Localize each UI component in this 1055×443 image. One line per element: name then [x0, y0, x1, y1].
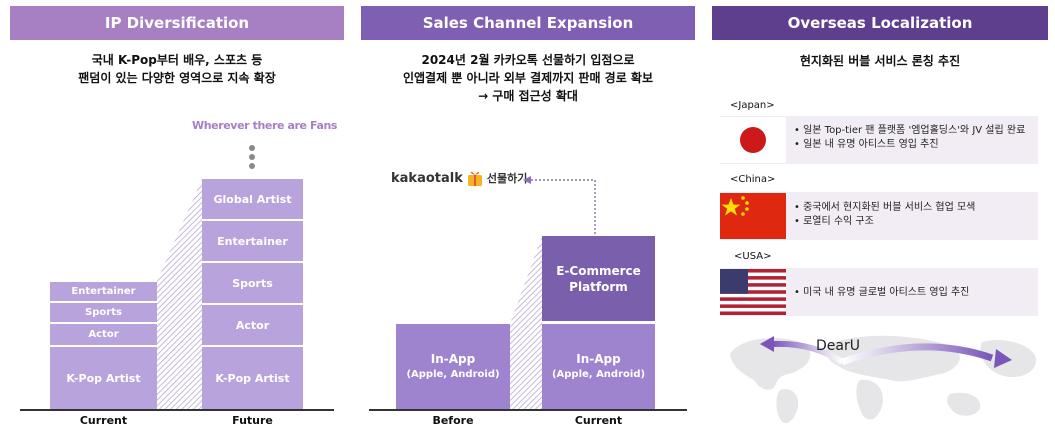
future-block-entertainer: Entertainer	[202, 221, 303, 261]
china-bullet-1: 중국에서 현지화된 버블 서비스 협업 모색	[794, 201, 975, 215]
current-block-entertainer: Entertainer	[50, 282, 157, 301]
ip-description-line1: 국내 K-Pop부터 배우, 스포츠 등	[91, 53, 263, 67]
china-flag-icon	[720, 193, 786, 239]
sales-description-line1: 2024년 2월 카카오톡 선물하기 입점으로	[421, 53, 635, 67]
connector-arrow	[523, 176, 596, 238]
ip-axis	[20, 409, 334, 411]
kakaotalk-gift-logo: kakaotalk 선물하기	[391, 169, 527, 187]
ip-x-future: Future	[232, 414, 273, 427]
future-block-sports: Sports	[202, 263, 303, 303]
usa-bullets: 미국 내 유명 글로벌 아티스트 영입 추진	[794, 286, 969, 300]
current-inapp-line2: (Apple, Android)	[551, 368, 646, 380]
current-inapp-block: In-App (Apple, Android)	[542, 324, 655, 409]
before-inapp-line2: (Apple, Android)	[406, 368, 500, 380]
ecommerce-line1: E-Commerce	[556, 263, 641, 278]
sales-description-line3: → 구매 접근성 확대	[478, 89, 578, 103]
usa-tag: <USA>	[734, 251, 772, 262]
current-block-kpop-artist: K-Pop Artist	[50, 347, 157, 409]
ip-description-line2: 팬덤이 있는 다양한 영역으로 지속 확장	[78, 71, 276, 85]
gift-icon	[467, 171, 482, 186]
china-bullets: 중국에서 현지화된 버블 서비스 협업 모색 로열티 수익 구조	[794, 201, 975, 229]
ip-x-current: Current	[79, 414, 128, 427]
overseas-localization-panel: Overseas Localization 현지화된 버블 서비스 론칭 추진 …	[712, 6, 1048, 436]
sales-x-before: Before	[432, 414, 474, 427]
overseas-localization-header: Overseas Localization	[712, 6, 1048, 40]
expansion-arrows	[760, 336, 1012, 368]
japan-flag-icon	[720, 117, 786, 163]
sales-channel-panel: Sales Channel Expansion 2024년 2월 카카오톡 선물…	[361, 6, 695, 436]
growth-hatch	[157, 179, 202, 409]
overseas-description: 현지화된 버블 서비스 론칭 추진	[799, 54, 961, 68]
world-map-graphic	[730, 335, 1037, 424]
usa-flag-icon	[720, 269, 786, 315]
kakaotalk-wordmark: kakaotalk	[391, 170, 463, 186]
wherever-fans-label: Wherever there are Fans	[192, 119, 338, 132]
ip-diversification-header: IP Diversification	[10, 6, 344, 40]
sales-axis	[369, 409, 687, 411]
sales-description: 2024년 2월 카카오톡 선물하기 입점으로 인앱결제 뿐 아니라 외부 결제…	[361, 51, 695, 105]
china-bullet-2: 로열티 수익 구조	[794, 215, 975, 229]
japan-tag: <Japan>	[730, 100, 775, 111]
china-tag: <China>	[730, 174, 776, 185]
future-block-global-artist: Global Artist	[202, 179, 303, 219]
future-block-kpop-artist: K-Pop Artist	[202, 347, 303, 409]
ecommerce-platform-block: E-Commerce Platform	[542, 236, 655, 321]
current-block-actor: Actor	[50, 324, 157, 345]
japan-bullet-2: 일본 내 유명 아티스트 영입 추진	[794, 138, 1025, 152]
future-block-actor: Actor	[202, 305, 303, 345]
japan-bullet-1: 일본 Top-tier 팬 플랫폼 '엠업홀딩스'와 JV 설립 완료	[794, 124, 1025, 138]
before-inapp-line1: In-App	[430, 351, 476, 366]
japan-bullets: 일본 Top-tier 팬 플랫폼 '엠업홀딩스'와 JV 설립 완료 일본 내…	[794, 124, 1025, 152]
sales-channel-header: Sales Channel Expansion	[361, 6, 695, 40]
ip-diversification-panel: IP Diversification 국내 K-Pop부터 배우, 스포츠 등 …	[10, 6, 344, 436]
sales-description-line2: 인앱결제 뿐 아니라 외부 결제까지 판매 경로 확보	[402, 71, 654, 85]
ellipsis-dots	[249, 145, 255, 169]
expansion-hatch	[510, 236, 542, 409]
current-inapp-line1: In-App	[576, 351, 621, 366]
before-inapp-block: In-App (Apple, Android)	[396, 324, 510, 409]
current-block-sports: Sports	[50, 303, 157, 322]
gift-wordmark: 선물하기	[486, 172, 528, 185]
ip-description: 국내 K-Pop부터 배우, 스포츠 등 팬덤이 있는 다양한 영역으로 지속 …	[10, 51, 344, 87]
sales-x-current: Current	[574, 414, 623, 427]
ecommerce-line2: Platform	[569, 279, 628, 294]
dearu-label: DearU	[816, 338, 860, 354]
usa-bullet-1: 미국 내 유명 글로벌 아티스트 영입 추진	[794, 286, 969, 300]
